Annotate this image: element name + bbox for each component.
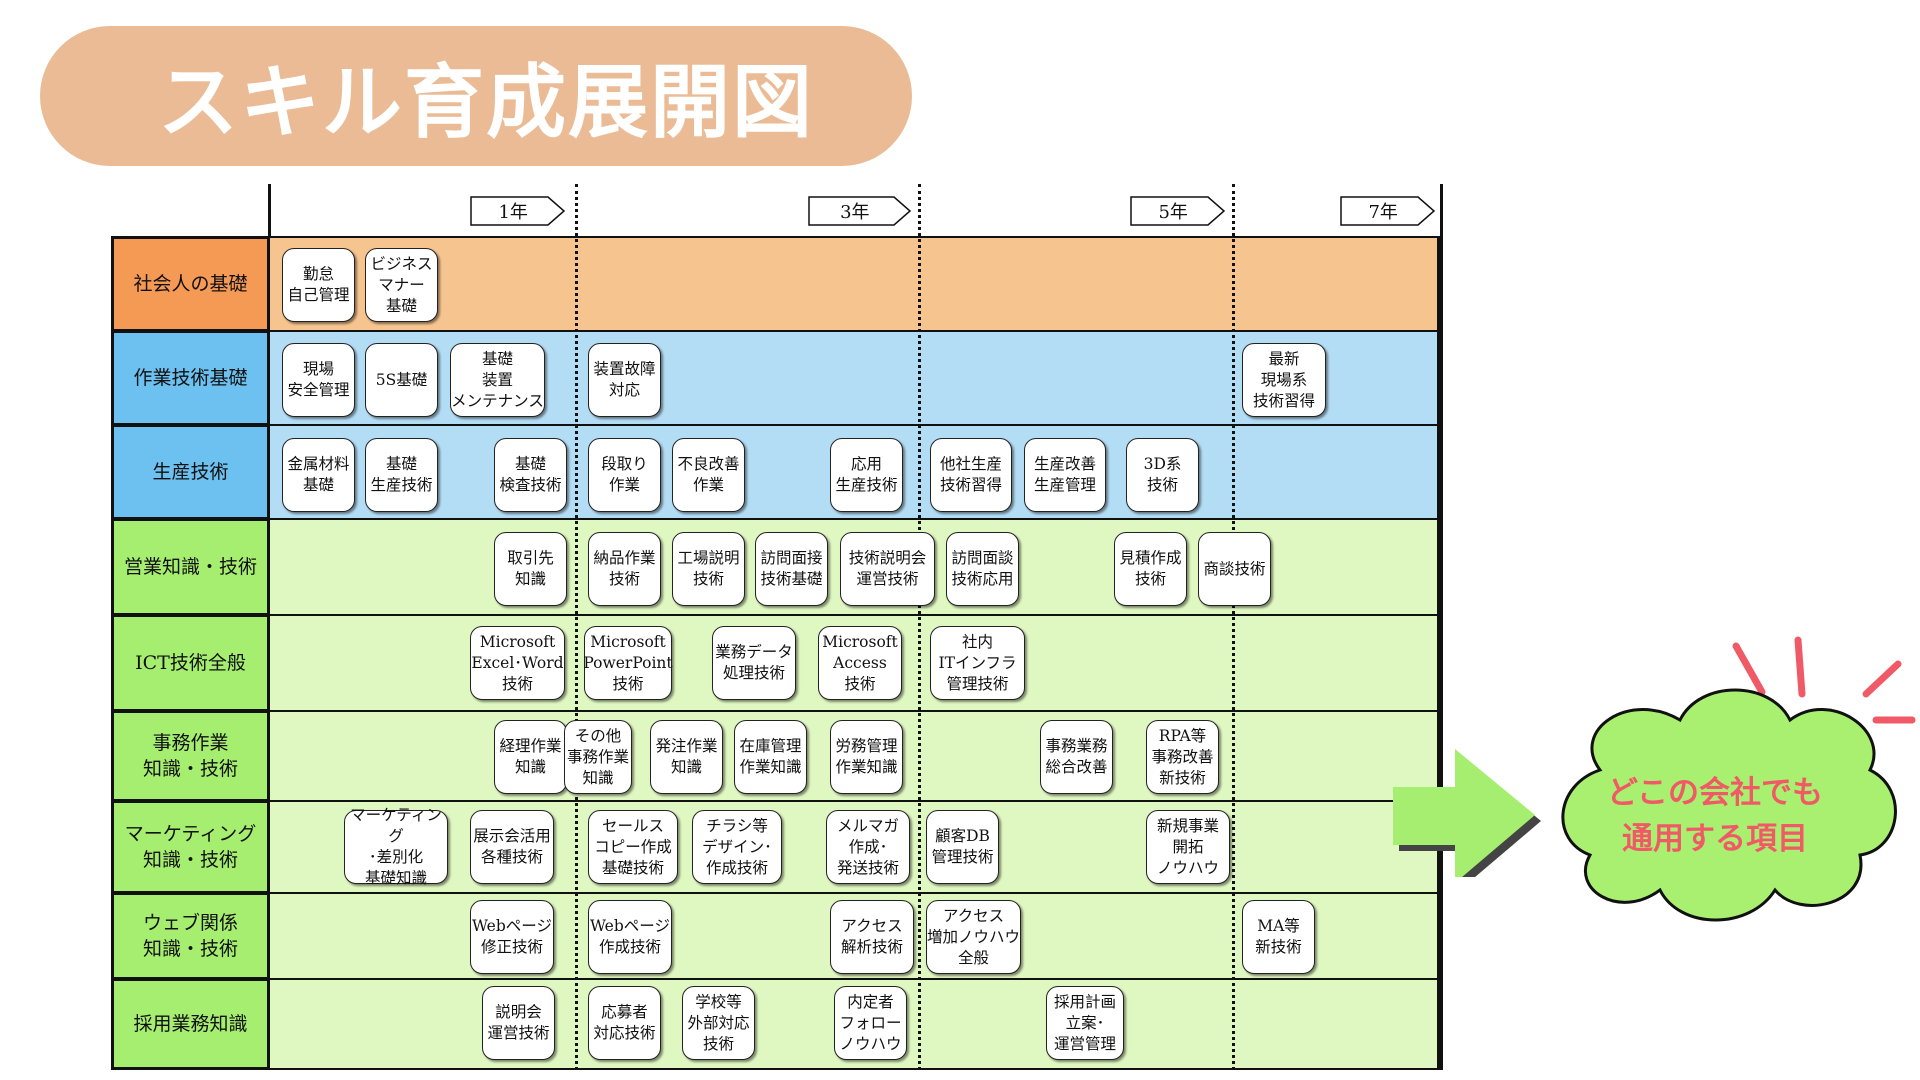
skill-box: Microsoft Excel･Word 技術 bbox=[470, 626, 565, 700]
skill-box: 不良改善 作業 bbox=[672, 438, 745, 512]
skill-box: 学校等 外部対応 技術 bbox=[682, 986, 755, 1060]
arrow-right-icon bbox=[1385, 737, 1545, 889]
skill-box: 現場 安全管理 bbox=[282, 343, 355, 417]
skill-box: 工場説明 技術 bbox=[672, 532, 745, 606]
skill-box: 顧客DB 管理技術 bbox=[926, 810, 999, 884]
skill-box: アクセス 解析技術 bbox=[830, 900, 914, 974]
year-5-boundary bbox=[1232, 184, 1235, 1070]
skill-box: 事務業務 総合改善 bbox=[1040, 720, 1113, 794]
skill-box: Microsoft Access 技術 bbox=[818, 626, 902, 700]
skill-box: 採用計画 立案･ 運営管理 bbox=[1046, 986, 1124, 1060]
row-label-sales: 営業知識・技術 bbox=[111, 518, 270, 616]
skill-box: 内定者 フォロー ノウハウ bbox=[834, 986, 907, 1060]
skill-box: 応募者 対応技術 bbox=[588, 986, 661, 1060]
skill-box: 3D系 技術 bbox=[1126, 438, 1199, 512]
skill-box: セールス コピー作成 基礎技術 bbox=[588, 810, 678, 884]
skill-box: 納品作業 技術 bbox=[588, 532, 661, 606]
row-label-work-tech: 作業技術基礎 bbox=[111, 330, 270, 426]
skill-box: メルマガ 作成･ 発送技術 bbox=[826, 810, 910, 884]
row-label-production: 生産技術 bbox=[111, 424, 270, 520]
row-label-web: ウェブ関係 知識・技術 bbox=[111, 892, 270, 980]
skill-box: 勤怠 自己管理 bbox=[282, 248, 355, 322]
skill-box: 社内 ITインフラ 管理技術 bbox=[930, 626, 1025, 700]
skill-box: ビジネス マナー 基礎 bbox=[365, 248, 438, 322]
skill-box: Webページ 作成技術 bbox=[588, 900, 672, 974]
skill-box: 商談技術 bbox=[1198, 532, 1271, 606]
skill-box: 段取り 作業 bbox=[588, 438, 661, 512]
skill-box: 訪問面接 技術基礎 bbox=[755, 532, 828, 606]
skill-box: チラシ等 デザイン･ 作成技術 bbox=[692, 810, 782, 884]
year-marker-5: 5年 bbox=[1130, 196, 1226, 226]
skill-box: 基礎 検査技術 bbox=[494, 438, 567, 512]
row-label-recruit: 採用業務知識 bbox=[111, 978, 270, 1070]
skill-box: アクセス 増加ノウハウ 全般 bbox=[926, 900, 1021, 974]
year-label: 3年 bbox=[840, 202, 870, 223]
row-label-basics: 社会人の基礎 bbox=[111, 236, 270, 332]
skill-box: 装置故障 対応 bbox=[588, 343, 661, 417]
skill-box: 他社生産 技術習得 bbox=[930, 438, 1012, 512]
skill-box: MA等 新技術 bbox=[1242, 900, 1315, 974]
skill-box: 展示会活用 各種技術 bbox=[470, 810, 554, 884]
year-tag-shape bbox=[1130, 196, 1226, 226]
skill-box: 基礎 装置 メンテナンス bbox=[450, 343, 545, 417]
row-band-basics bbox=[270, 236, 1440, 332]
year-label: 1年 bbox=[498, 202, 528, 223]
skill-box: 業務データ 処理技術 bbox=[712, 626, 796, 700]
year-label: 7年 bbox=[1368, 202, 1398, 223]
skill-box: 訪問面談 技術応用 bbox=[946, 532, 1019, 606]
cloud-callout-icon bbox=[1540, 620, 1920, 960]
year-3-boundary bbox=[918, 184, 921, 1070]
skill-box: 5S基礎 bbox=[365, 343, 438, 417]
page-title: スキル育成展開図 bbox=[158, 56, 814, 149]
skill-box: 経理作業 知識 bbox=[494, 720, 567, 794]
skill-box: Microsoft PowerPoint 技術 bbox=[583, 626, 673, 700]
year-tag-shape bbox=[808, 196, 912, 226]
year-marker-3: 3年 bbox=[808, 196, 912, 226]
row-label-marketing: マーケティング 知識・技術 bbox=[111, 800, 270, 894]
year-marker-7: 7年 bbox=[1340, 196, 1436, 226]
skill-box: 見積作成 技術 bbox=[1114, 532, 1187, 606]
skill-box: マーケティング ･差別化 基礎知識 bbox=[344, 806, 448, 887]
skill-box: Webページ 修正技術 bbox=[470, 900, 554, 974]
year-label: 5年 bbox=[1158, 202, 1188, 223]
skill-box: 取引先 知識 bbox=[494, 532, 567, 606]
skill-box: 新規事業 開拓 ノウハウ bbox=[1146, 810, 1230, 884]
skill-box: RPA等 事務改善 新技術 bbox=[1146, 720, 1219, 794]
skill-box: 応用 生産技術 bbox=[830, 438, 903, 512]
year-tag-shape bbox=[1340, 196, 1436, 226]
callout-text: どこの会社でも 通用する項目 bbox=[1606, 775, 1824, 857]
timeline-right-border bbox=[1440, 184, 1443, 1070]
skill-box: 発注作業 知識 bbox=[650, 720, 723, 794]
skill-box: 技術説明会 運営技術 bbox=[840, 532, 935, 606]
skill-box: 基礎 生産技術 bbox=[365, 438, 438, 512]
row-label-ict: ICT技術全般 bbox=[111, 614, 270, 712]
skill-box: 生産改善 生産管理 bbox=[1024, 438, 1106, 512]
skill-box: 労務管理 作業知識 bbox=[830, 720, 903, 794]
skill-box: 最新 現場系 技術習得 bbox=[1242, 343, 1326, 417]
skill-box: その他 事務作業 知識 bbox=[564, 720, 632, 794]
year-tag-shape bbox=[470, 196, 566, 226]
year-marker-1: 1年 bbox=[470, 196, 566, 226]
skill-box: 在庫管理 作業知識 bbox=[734, 720, 807, 794]
title-banner: スキル育成展開図 bbox=[40, 26, 912, 166]
skill-box: 説明会 運営技術 bbox=[482, 986, 555, 1060]
row-label-office: 事務作業 知識・技術 bbox=[111, 710, 270, 802]
year-1-boundary bbox=[575, 184, 578, 1070]
skill-box: 金属材料 基礎 bbox=[282, 438, 355, 512]
